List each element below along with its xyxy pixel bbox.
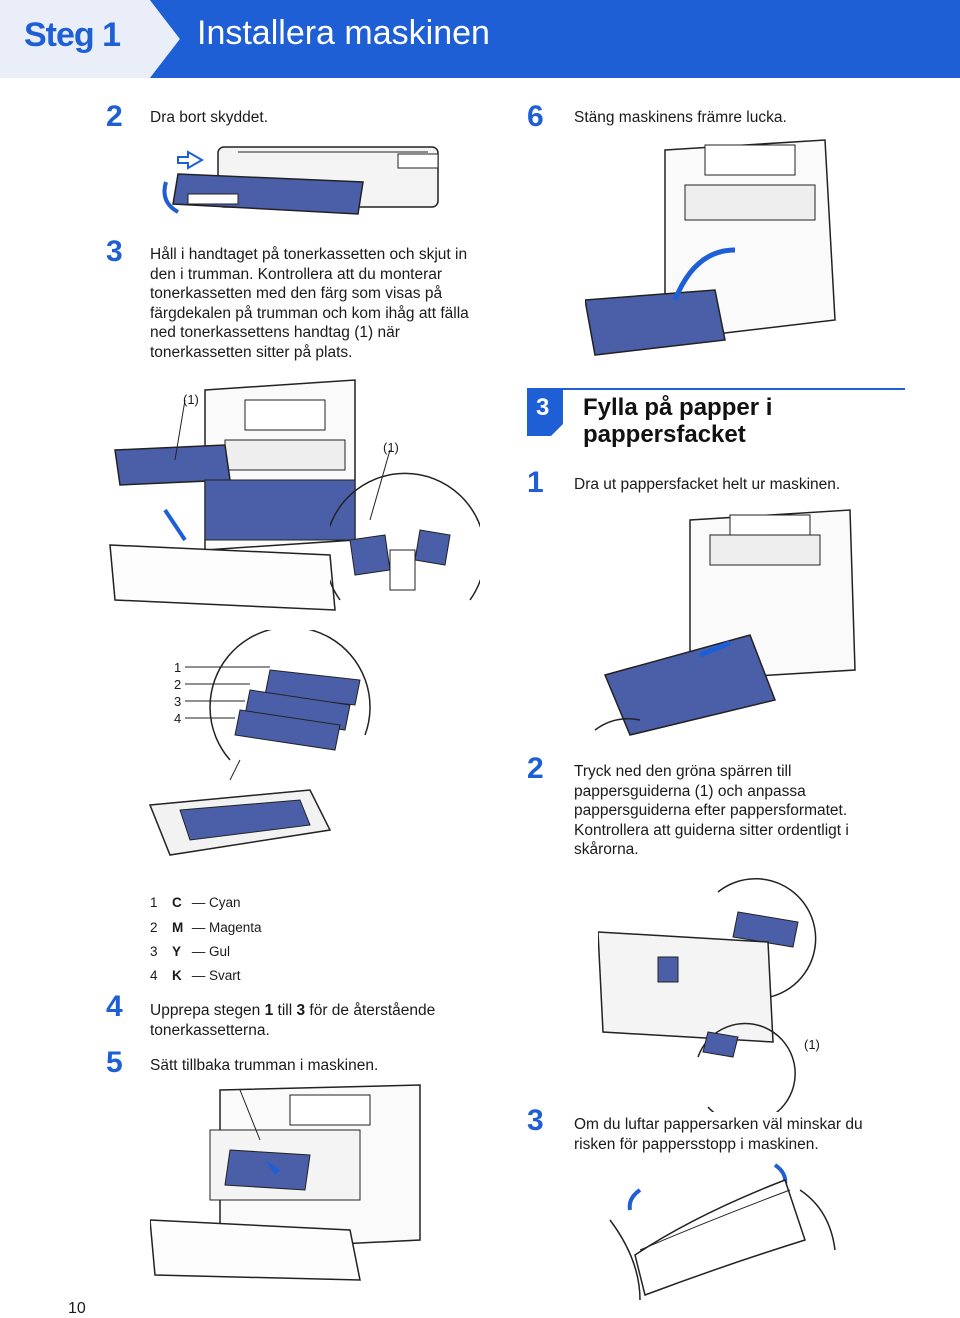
- substep-2-text: Tryck ned den gröna spärren till pappers…: [574, 762, 849, 860]
- section-title-line: Fylla på papper i: [583, 394, 773, 421]
- step-number-4: 4: [106, 990, 123, 1023]
- cartridge-label: 1: [174, 660, 182, 675]
- fan-paper-illustration: [609, 1163, 836, 1301]
- step-4-part: Upprepa stegen: [150, 1002, 265, 1019]
- section-title: Fylla på papper i pappersfacket: [583, 394, 772, 448]
- callout-1b: (1): [383, 440, 399, 455]
- step-3-line: tonerkassetten med den färg som visas på: [150, 285, 443, 302]
- substep-2-line: Tryck ned den gröna spärren till: [574, 763, 792, 780]
- printer-close-cover-illustration: [585, 139, 836, 356]
- step-ref: 3: [296, 1002, 306, 1019]
- step-3-line: Håll i handtaget på tonerkassetten och s…: [150, 246, 468, 263]
- callout-1a: (1): [183, 392, 199, 407]
- step-5-text: Sätt tillbaka trumman i maskinen.: [150, 1057, 379, 1074]
- step-3-line: ned tonerkassettens handtag (1) när: [150, 324, 400, 341]
- substep-3-text: Om du luftar pappersarken väl minskar du…: [574, 1115, 863, 1154]
- step-label: Steg 1: [24, 16, 121, 54]
- legend-key: M: [172, 920, 184, 935]
- substep-number-1: 1: [527, 466, 544, 499]
- paper-guide-adjust-illustration: [598, 878, 817, 1112]
- step-4-line: tonerkassetterna.: [150, 1021, 270, 1039]
- substep-3-line: risken för pappersstopp i maskinen.: [574, 1135, 819, 1153]
- step-3-text: Håll i handtaget på tonerkassetten och s…: [150, 245, 469, 362]
- step-3-line: tonerkassetten sitter på plats.: [150, 343, 353, 361]
- legend-name: Cyan: [209, 895, 241, 910]
- drum-cartridges-illustration: [148, 630, 371, 856]
- step-number-2: 2: [106, 100, 123, 133]
- step-tab-shape: [0, 0, 180, 78]
- toner-handle-detail-illustration: [330, 450, 480, 601]
- callout-guide: (1): [804, 1037, 820, 1052]
- substep-2-line: Kontrollera att guiderna sitter ordentli…: [574, 821, 849, 839]
- drum-insertion-illustration: [150, 1084, 421, 1281]
- section-rule: [563, 388, 905, 390]
- legend-number: 4: [150, 968, 158, 983]
- legend-key: C: [172, 895, 182, 910]
- section-number: 3: [536, 394, 550, 421]
- step-4-part: till: [273, 1002, 297, 1019]
- substep-number-2: 2: [527, 752, 544, 785]
- legend-name: Gul: [209, 944, 231, 959]
- legend-number: 3: [150, 944, 158, 959]
- step-4-text: Upprepa stegen 1 till 3 för de återståen…: [150, 1001, 435, 1040]
- page-number: 10: [68, 1300, 86, 1317]
- printer-toner-insertion-illustration: [109, 379, 356, 611]
- page-header: Steg 1 Installera maskinen: [0, 0, 960, 78]
- paper-tray-removal-illustration: [594, 509, 856, 736]
- cartridge-label: 2: [174, 677, 182, 692]
- section-badge: [527, 388, 563, 436]
- legend-key: Y: [172, 944, 182, 959]
- legend-key: K: [172, 968, 182, 983]
- legend-number: 2: [150, 920, 158, 935]
- step-ref: 1: [264, 1002, 274, 1019]
- step-number-6: 6: [527, 100, 544, 133]
- step-3-line: den i trumman. Kontrollera att du monter…: [150, 265, 443, 283]
- substep-2-line: pappersguiderna (1) och anpassa: [574, 782, 806, 800]
- substep-3-line: Om du luftar pappersarken väl minskar du: [574, 1116, 863, 1133]
- step-4-part: för de återstående: [305, 1002, 436, 1019]
- step-6-text: Stäng maskinens främre lucka.: [574, 109, 787, 126]
- legend-name: Magenta: [209, 920, 262, 935]
- section-title-line: pappersfacket: [583, 421, 746, 448]
- page-title: Installera maskinen: [197, 14, 490, 52]
- legend-number: 1: [150, 895, 158, 910]
- cartridge-label: 4: [174, 711, 182, 726]
- substep-2-line: skårorna.: [574, 841, 639, 858]
- substep-number-3: 3: [527, 1104, 544, 1137]
- cartridge-label: 3: [174, 694, 182, 709]
- legend-name: Svart: [209, 968, 241, 983]
- step-3-line: färgdekalen på trumman och kom ihåg att …: [150, 304, 469, 322]
- step-2-text: Dra bort skyddet.: [150, 109, 269, 126]
- step-number-5: 5: [106, 1046, 123, 1079]
- substep-1-text: Dra ut pappersfacket helt ur maskinen.: [574, 476, 841, 493]
- toner-cover-illustration: [162, 146, 439, 215]
- substep-2-line: pappersguiderna efter pappersformatet.: [574, 802, 848, 819]
- step-number-3: 3: [106, 235, 123, 268]
